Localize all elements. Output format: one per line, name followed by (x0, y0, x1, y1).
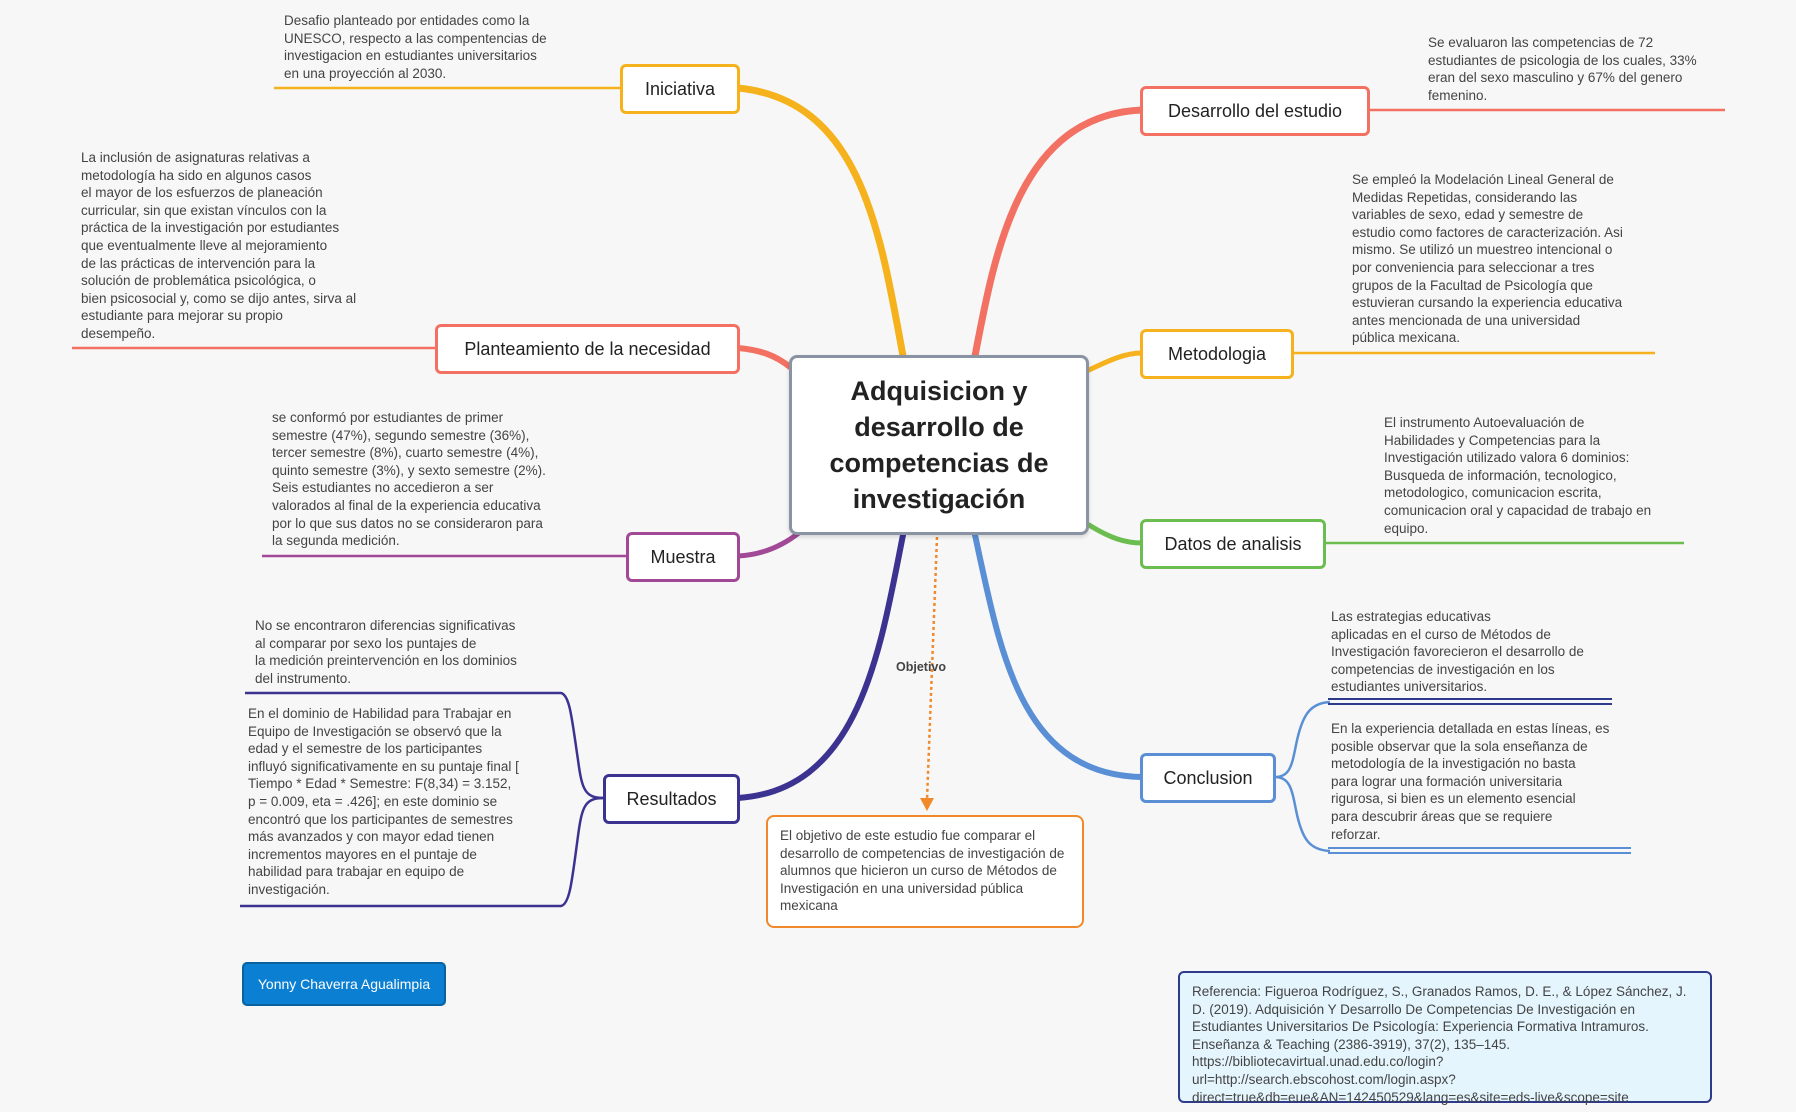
note-metodologia: Se empleó la Modelación Lineal General d… (1352, 172, 1623, 346)
note-datos: El instrumento Autoevaluación de Habilid… (1384, 415, 1652, 536)
objective-box[interactable]: El objetivo de este estudio fue comparar… (766, 815, 1084, 928)
note-conclusion-1: Las estrategias educativas aplicadas en … (1331, 609, 1584, 695)
connector-iniciativa (734, 84, 907, 360)
connector-datos (1086, 522, 1145, 546)
branch-conclusion[interactable]: Conclusion (1140, 753, 1276, 803)
connector-metodologia (1086, 350, 1145, 373)
branch-planteamiento[interactable]: Planteamiento de la necesidad (435, 324, 740, 374)
branch-datos[interactable]: Datos de analisis (1140, 519, 1326, 569)
fork-resultados-2 (240, 796, 605, 908)
note-muestra: se conformó por estudiantes de primer se… (272, 410, 546, 549)
branch-desarrollo[interactable]: Desarrollo del estudio (1140, 86, 1370, 136)
connector-desarrollo (971, 106, 1146, 360)
fork-conclusion-2 (1274, 775, 1331, 853)
central-topic[interactable]: Adquisicion y desarrollo de competencias… (789, 355, 1089, 535)
note-resultados-1: No se encontraron diferencias significat… (255, 618, 517, 686)
note-planteamiento: La inclusión de asignaturas relativas a … (81, 150, 357, 341)
author-badge[interactable]: Yonny Chaverra Agualimpia (242, 962, 446, 1006)
reference-box[interactable]: Referencia: Figueroa Rodríguez, S., Gran… (1178, 971, 1712, 1105)
branch-metodologia[interactable]: Metodologia (1140, 329, 1294, 379)
note-iniciativa: Desafio planteado por entidades como la … (284, 13, 547, 81)
note-conclusion-2: En la experiencia detallada en estas lín… (1331, 721, 1610, 842)
fork-resultados (245, 691, 605, 800)
objective-label: Objetivo (896, 660, 947, 674)
connector-muestra (735, 529, 803, 559)
connector-resultados (735, 532, 906, 801)
connector-planteamiento (735, 345, 793, 370)
note-resultados-2: En el dominio de Habilidad para Trabajar… (248, 706, 519, 897)
branch-iniciativa[interactable]: Iniciativa (620, 64, 740, 114)
connector-conclusion (972, 532, 1145, 780)
note-desarrollo: Se evaluaron las competencias de 72 estu… (1428, 35, 1697, 103)
objective-connector (925, 536, 939, 801)
branch-muestra[interactable]: Muestra (626, 532, 740, 582)
fork-conclusion (1274, 700, 1331, 779)
branch-resultados[interactable]: Resultados (603, 774, 740, 824)
objective-arrowhead (920, 798, 934, 811)
